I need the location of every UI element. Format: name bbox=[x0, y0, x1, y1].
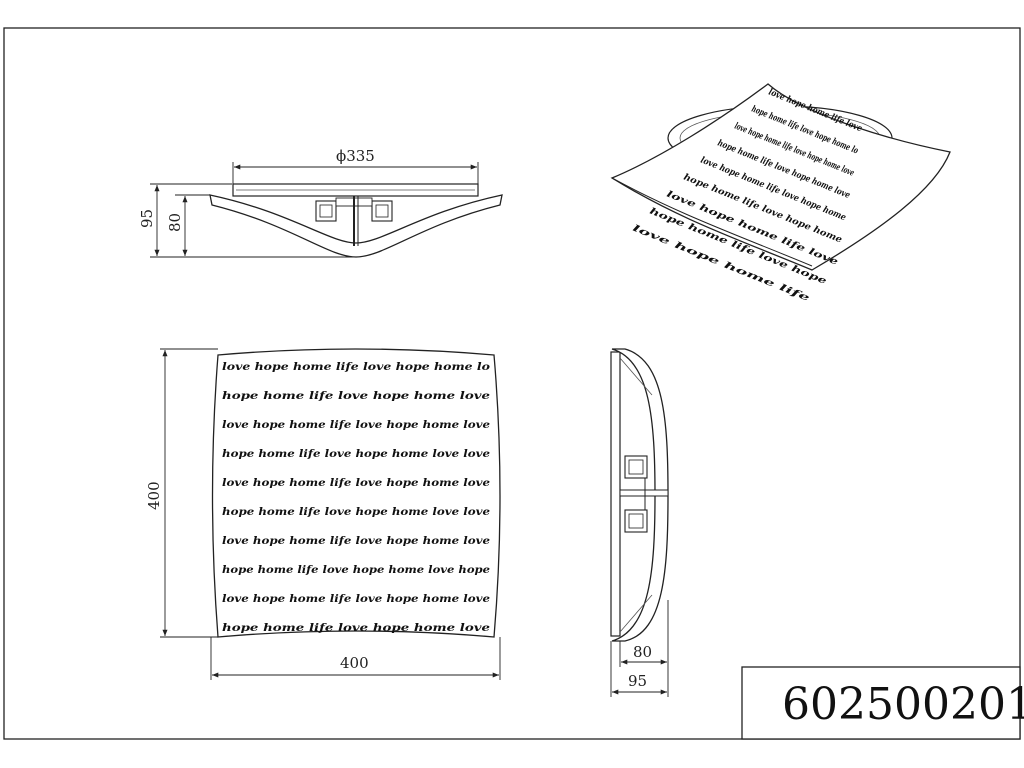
top-pattern: love hope home life love hope home lo hop… bbox=[222, 361, 490, 634]
side-shade bbox=[611, 348, 669, 642]
side-depth-shade-label: 80 bbox=[633, 643, 652, 661]
pattern-row: hope home life love hope home love love bbox=[222, 448, 490, 460]
pattern-row: hope home life love hope home love bbox=[222, 622, 490, 634]
top-width-label: 400 bbox=[340, 654, 369, 672]
pattern-row: love hope home life love hope home lo bbox=[222, 361, 490, 373]
side-depth-total-label: 95 bbox=[628, 672, 647, 690]
diameter-label: ϕ335 bbox=[336, 147, 375, 165]
pattern-row: love hope home life love hope home love bbox=[222, 535, 490, 547]
top-shade-outline bbox=[211, 348, 501, 638]
front-view: ϕ335 95 80 bbox=[138, 147, 503, 258]
height-shade-label: 80 bbox=[166, 213, 184, 232]
sheet-border bbox=[3, 27, 1021, 740]
pattern-row: hope home life love hope home love hope bbox=[222, 564, 490, 576]
model-number: 602500201 bbox=[782, 679, 1024, 730]
title-block: 602500201 bbox=[741, 666, 1024, 740]
side-view: 80 95 bbox=[610, 348, 669, 697]
pattern-row: love hope home life love hope home love bbox=[222, 477, 490, 489]
pattern-row: love hope home life love hope home love bbox=[222, 593, 490, 605]
side-mounting-plate bbox=[610, 351, 621, 637]
pattern-row: hope home life love hope home love bbox=[222, 390, 490, 402]
front-shade bbox=[209, 194, 503, 258]
pattern-row: love hope home life love hope home love bbox=[222, 419, 490, 431]
pattern-row: hope home life love hope home love love bbox=[222, 506, 490, 518]
top-view: love hope home life love hope home lo hop… bbox=[145, 348, 501, 680]
iso-shade bbox=[610, 83, 951, 271]
height-total-label: 95 bbox=[138, 209, 156, 228]
top-height-label: 400 bbox=[145, 481, 163, 510]
